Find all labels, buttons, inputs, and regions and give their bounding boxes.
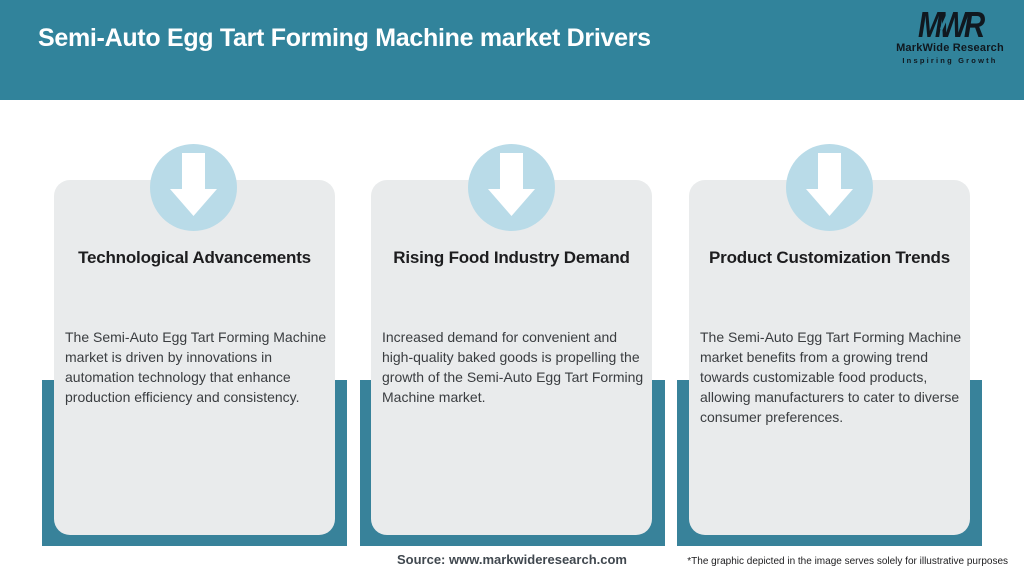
logo-name: MarkWide Research [896, 42, 1004, 54]
card-title: Product Customization Trends [709, 248, 950, 267]
logo-tagline: Inspiring Growth [902, 56, 998, 65]
card-title: Technological Advancements [78, 248, 311, 267]
card-body: The Semi-Auto Egg Tart Forming Machine m… [65, 329, 327, 405]
card-body: Increased demand for convenient and high… [382, 329, 644, 405]
down-arrow-badge [468, 144, 555, 231]
down-arrow-badge [150, 144, 237, 231]
card-title: Rising Food Industry Demand [393, 248, 630, 267]
logo-monogram: MWR [918, 4, 985, 45]
down-arrow-badge [786, 144, 873, 231]
header-bar: Semi-Auto Egg Tart Forming Machine marke… [0, 0, 1024, 100]
driver-card-technological-advancements: Technological Advancements The Semi-Auto… [54, 180, 335, 535]
source-text: Source: www.markwideresearch.com [396, 552, 627, 567]
brand-logo: MWR MarkWide Research Inspiring Growth [890, 4, 1010, 66]
driver-card-product-customization-trends: Product Customization Trends The Semi-Au… [689, 180, 970, 535]
down-arrow-icon [488, 153, 535, 216]
down-arrow-icon [170, 153, 217, 216]
driver-card-rising-food-industry-demand: Rising Food Industry Demand Increased de… [371, 180, 652, 535]
page-title: Semi-Auto Egg Tart Forming Machine marke… [38, 24, 651, 52]
down-arrow-icon [806, 153, 853, 216]
disclaimer-text: *The graphic depicted in the image serve… [687, 556, 1008, 567]
card-body: The Semi-Auto Egg Tart Forming Machine m… [700, 329, 962, 425]
